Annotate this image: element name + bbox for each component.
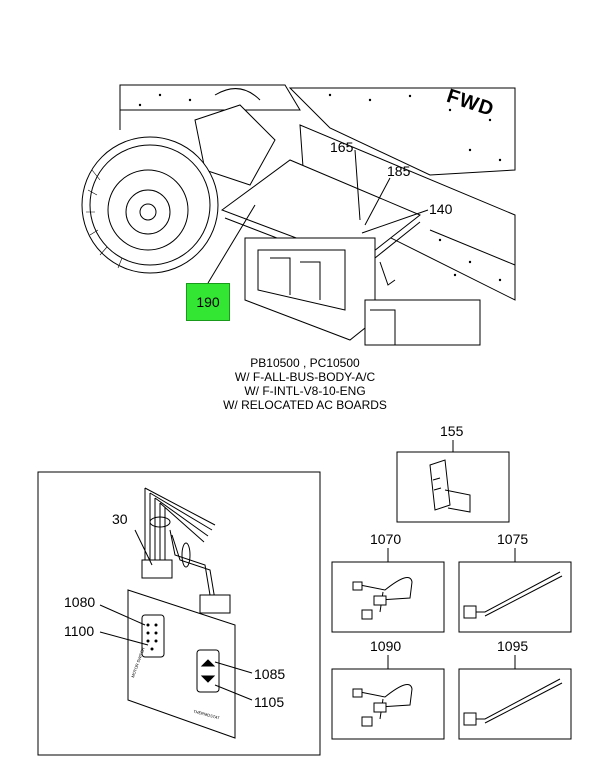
callout-190-highlight[interactable]: 190 xyxy=(186,283,230,321)
part-1070[interactable]: 1070 xyxy=(370,531,402,547)
part-1075[interactable]: 1075 xyxy=(497,531,529,547)
part-155[interactable]: 155 xyxy=(440,423,464,439)
part-1095[interactable]: 1095 xyxy=(497,638,529,654)
part-1090[interactable]: 1090 xyxy=(370,638,402,654)
callout-185[interactable]: 185 xyxy=(387,163,411,179)
caption-line-2: W/ F-ALL-BUS-BODY-A/C xyxy=(234,370,376,384)
callout-165[interactable]: 165 xyxy=(330,139,354,155)
caption-line-3: W/ F-INTL-V8-10-ENG xyxy=(244,384,366,398)
caption-line-4: W/ RELOCATED AC BOARDS xyxy=(223,398,387,412)
callout-1085[interactable]: 1085 xyxy=(254,666,286,682)
callout-140[interactable]: 140 xyxy=(429,201,453,217)
caption-line-1: PB10500 , PC10500 xyxy=(250,356,360,370)
callout-1080[interactable]: 1080 xyxy=(64,594,96,610)
callout-1100[interactable]: 1100 xyxy=(64,623,95,639)
callout-1105[interactable]: 1105 xyxy=(254,694,285,710)
callout-30[interactable]: 30 xyxy=(112,511,128,527)
